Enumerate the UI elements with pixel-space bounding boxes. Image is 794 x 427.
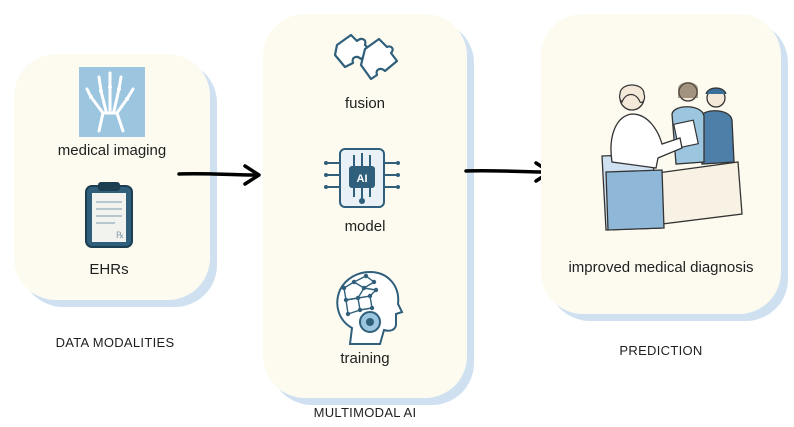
arrow-to-ai: [177, 164, 261, 186]
prediction-panel: [541, 14, 781, 314]
multimodal-ai-caption: MULTIMODAL AI: [313, 405, 417, 420]
ai-head-icon: [336, 270, 404, 345]
training-label: training: [340, 350, 390, 367]
fusion-label: fusion: [344, 95, 386, 112]
model-label: model: [344, 218, 386, 235]
doctor-consultation-illustration: [601, 82, 743, 231]
svg-text:℞: ℞: [116, 230, 124, 240]
puzzle-icon: [333, 33, 399, 81]
ehrs-label: EHRs: [89, 261, 129, 278]
clipboard-icon: ℞: [85, 182, 133, 248]
improved-medical-diagnosis-label: improved medical diagnosis: [568, 259, 754, 276]
svg-text:AI: AI: [357, 173, 368, 185]
prediction-caption: PREDICTION: [619, 343, 703, 358]
ai-chip-icon: AI: [324, 148, 400, 208]
data-modalities-caption: DATA MODALITIES: [55, 335, 175, 350]
hand-xray-icon: [79, 67, 145, 137]
medical-imaging-label: medical imaging: [57, 142, 167, 159]
